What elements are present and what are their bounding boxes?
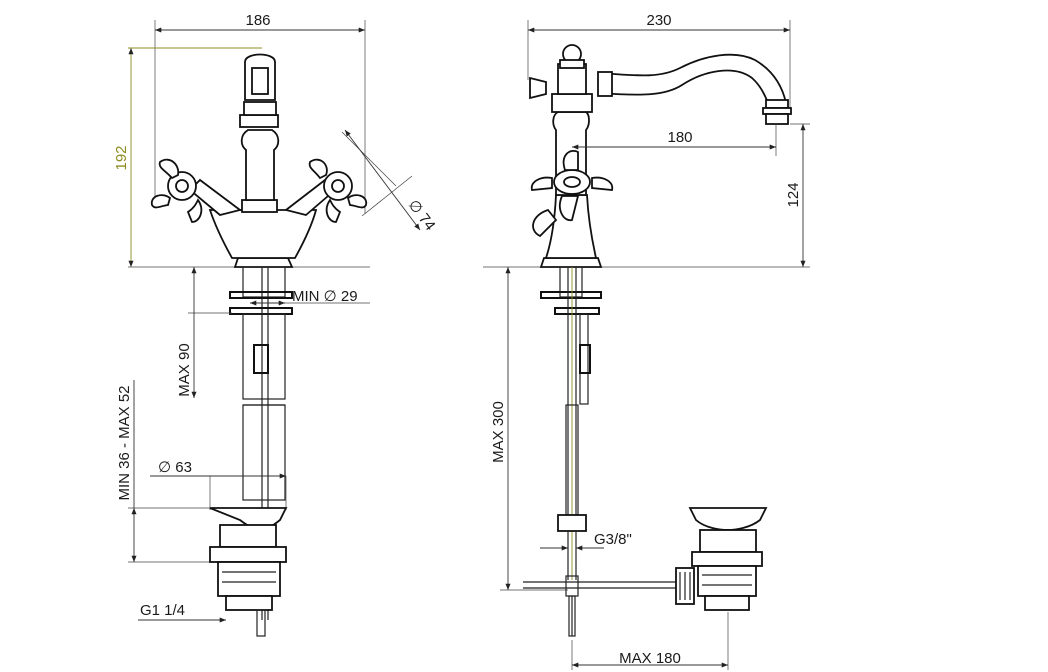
dim-front-width: 186 — [245, 12, 270, 29]
dim-handle-diameter: ∅ 74 — [405, 197, 439, 234]
dim-g1-1-4: G1 1/4 — [140, 602, 185, 619]
dim-diameter-63: ∅ 63 — [158, 459, 192, 476]
dim-g3-8: G3/8" — [594, 531, 632, 548]
dim-side-width: 230 — [646, 12, 671, 29]
side-drain — [675, 507, 768, 611]
left-cross-handle — [150, 158, 203, 223]
dim-max-300: MAX 300 — [490, 401, 507, 463]
dim-front-height: 192 — [113, 145, 130, 170]
dim-min-max-52: MIN 36 - MAX 52 — [116, 385, 133, 500]
dim-min-diameter: MIN ∅ 29 — [292, 288, 358, 305]
dim-spout-reach: 180 — [667, 129, 692, 146]
dim-max-90: MAX 90 — [176, 343, 193, 396]
front-view: 186 192 — [113, 12, 439, 637]
dim-max-180: MAX 180 — [619, 650, 681, 667]
dim-spout-height: 124 — [785, 182, 802, 207]
front-drain — [209, 507, 288, 611]
side-view: 230 180 124 — [483, 12, 810, 670]
side-cross-handle — [530, 150, 614, 238]
